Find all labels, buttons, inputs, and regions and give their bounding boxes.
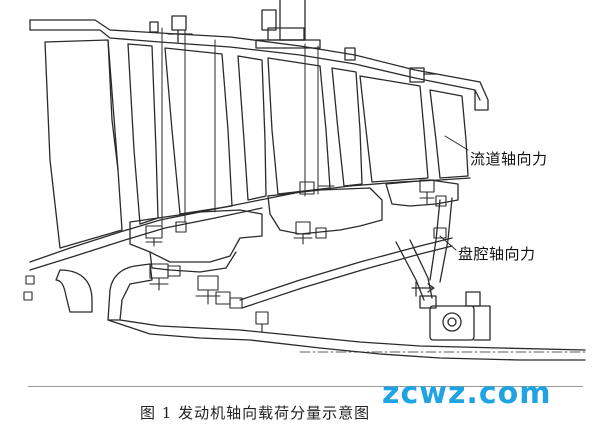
figure-caption: 图 1 发动机轴向载荷分量示意图 [140,404,371,422]
rotor-disks [55,179,459,321]
blade-stage-3 [267,57,331,195]
axial-force-arrows [411,281,435,297]
annotation-leaders [439,135,469,251]
vane-stage-3 [331,67,363,187]
vane-stage-2 [237,55,267,201]
top-mount [149,0,437,83]
site-watermark[interactable]: zcwz.com [382,376,552,411]
outer-casing [29,19,489,111]
vane-stage-1 [127,43,159,225]
disk-cavity-axial-force-label: 盘腔轴向力 [458,245,536,263]
blade-stage-2 [164,47,233,215]
tie-rods [161,27,319,227]
caption-separator [28,386,583,387]
blade-stage-5 [429,89,469,179]
blade-stage-1 [44,39,123,249]
bearing-housing [419,291,491,341]
shafts [107,197,586,361]
flow-path-axial-force-label: 流道轴向力 [470,150,548,168]
bolts [23,179,447,333]
blade-stage-4 [359,75,429,183]
